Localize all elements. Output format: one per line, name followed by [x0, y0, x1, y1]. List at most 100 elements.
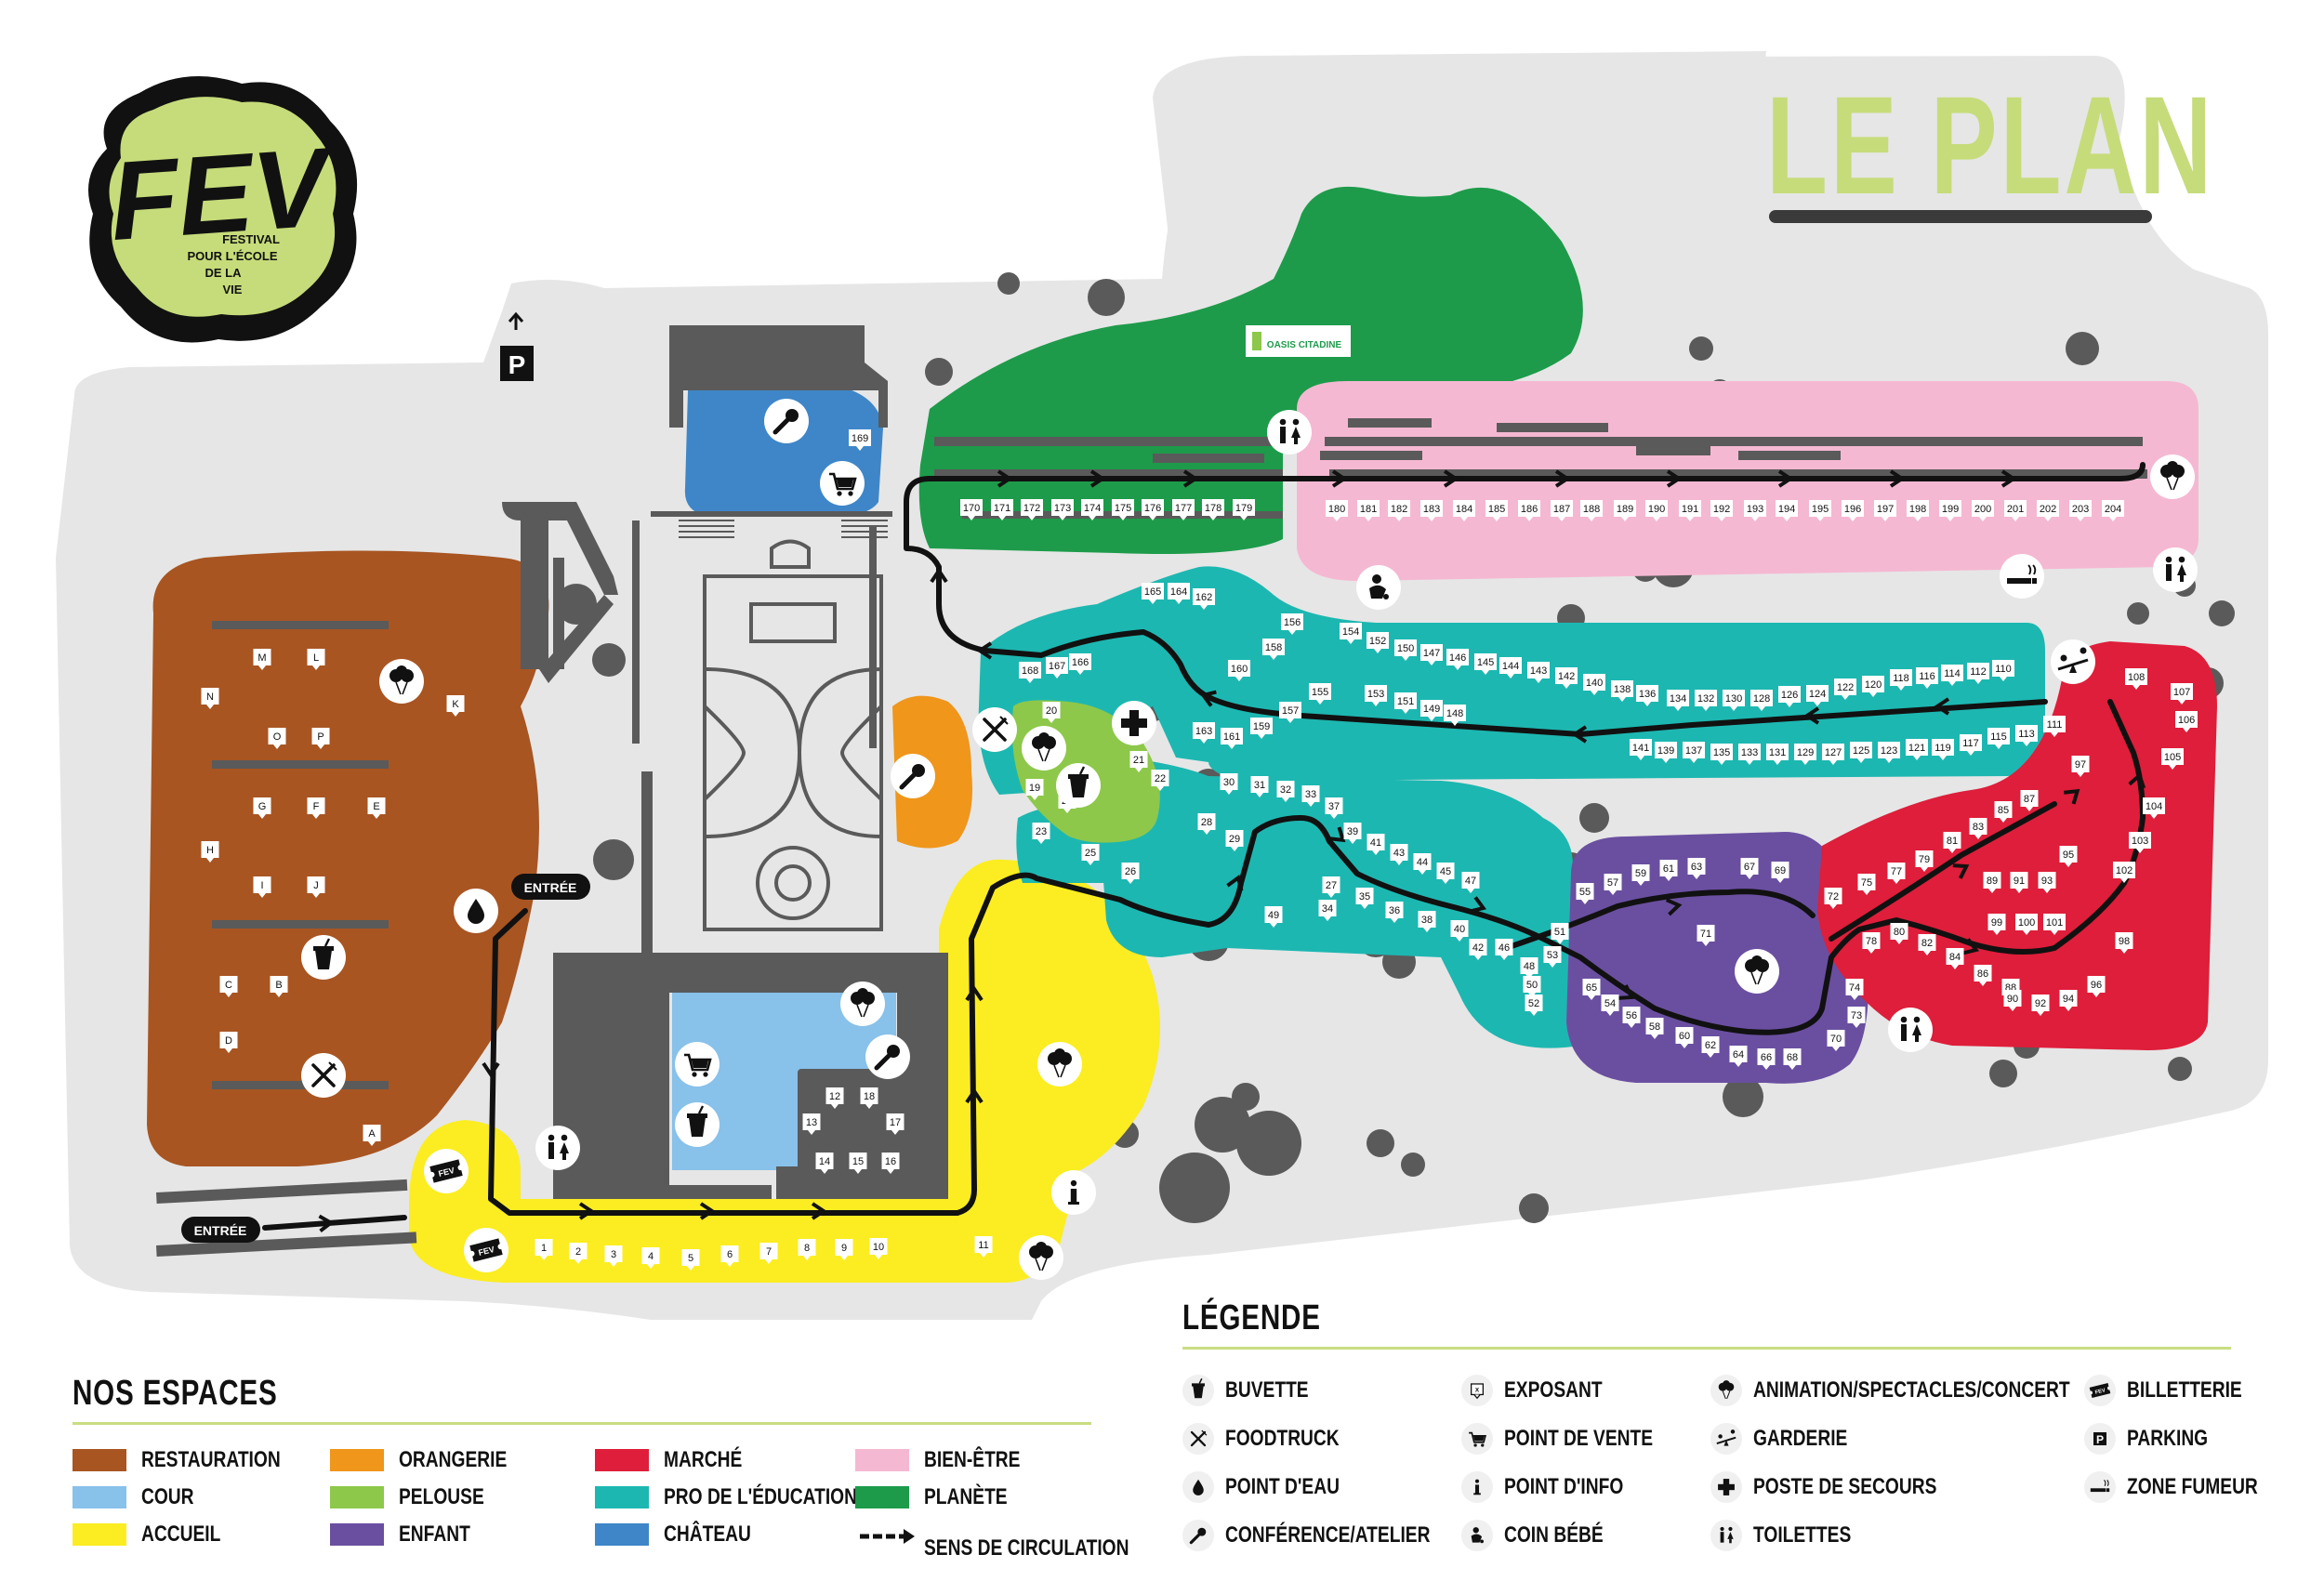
- cup-icon[interactable]: [301, 935, 346, 980]
- stall-162[interactable]: 162: [1193, 588, 1215, 610]
- stall-118[interactable]: 118: [1890, 669, 1912, 691]
- stall-132[interactable]: 132: [1695, 690, 1717, 711]
- stall-37[interactable]: 37: [1325, 797, 1343, 819]
- stall-116[interactable]: 116: [1916, 667, 1938, 689]
- stall-182[interactable]: 182: [1388, 500, 1410, 521]
- stall-65[interactable]: 65: [1582, 979, 1601, 1000]
- stall-68[interactable]: 68: [1783, 1048, 1802, 1070]
- stall-38[interactable]: 38: [1418, 911, 1436, 932]
- stall-4[interactable]: 4: [641, 1247, 660, 1269]
- stall-33[interactable]: 33: [1301, 785, 1320, 807]
- balloons-icon[interactable]: [379, 659, 424, 704]
- stall-B[interactable]: B: [270, 976, 288, 997]
- stall-46[interactable]: 46: [1495, 939, 1513, 960]
- balloons-icon[interactable]: [1019, 1235, 1063, 1280]
- stall-176[interactable]: 176: [1142, 499, 1164, 520]
- stall-67[interactable]: 67: [1740, 858, 1759, 879]
- stall-55[interactable]: 55: [1576, 883, 1594, 904]
- stall-103[interactable]: 103: [2129, 832, 2151, 853]
- stall-17[interactable]: 17: [886, 1113, 905, 1135]
- stall-184[interactable]: 184: [1453, 500, 1475, 521]
- stall-L[interactable]: L: [307, 649, 325, 670]
- stall-28[interactable]: 28: [1197, 813, 1216, 835]
- stall-77[interactable]: 77: [1887, 863, 1906, 884]
- stall-144[interactable]: 144: [1499, 657, 1522, 678]
- stall-69[interactable]: 69: [1771, 862, 1789, 883]
- stall-163[interactable]: 163: [1193, 722, 1215, 744]
- stall-52[interactable]: 52: [1525, 995, 1543, 1016]
- ticket-icon[interactable]: [424, 1149, 469, 1193]
- stall-72[interactable]: 72: [1824, 888, 1842, 909]
- stall-K[interactable]: K: [446, 695, 465, 717]
- stall-198[interactable]: 198: [1907, 500, 1929, 521]
- stall-75[interactable]: 75: [1857, 874, 1876, 895]
- balloons-icon[interactable]: [2150, 454, 2195, 499]
- entree-bottom[interactable]: ENTRÉE: [181, 1217, 260, 1243]
- stall-110[interactable]: 110: [1992, 660, 2014, 681]
- stall-199[interactable]: 199: [1939, 500, 1961, 521]
- stall-165[interactable]: 165: [1142, 583, 1164, 604]
- stall-I[interactable]: I: [253, 876, 271, 898]
- stall-189[interactable]: 189: [1614, 500, 1636, 521]
- stall-49[interactable]: 49: [1264, 906, 1283, 928]
- toilets-icon[interactable]: [1267, 410, 1312, 454]
- stall-194[interactable]: 194: [1776, 500, 1798, 521]
- parking-sign[interactable]: P: [500, 311, 534, 381]
- stall-47[interactable]: 47: [1461, 872, 1480, 893]
- stall-145[interactable]: 145: [1474, 653, 1497, 675]
- stall-86[interactable]: 86: [1974, 965, 1992, 986]
- stall-192[interactable]: 192: [1710, 500, 1733, 521]
- stall-12[interactable]: 12: [825, 1087, 844, 1109]
- stall-137[interactable]: 137: [1683, 742, 1705, 763]
- stall-203[interactable]: 203: [2069, 500, 2092, 521]
- stall-M[interactable]: M: [253, 649, 271, 670]
- stall-131[interactable]: 131: [1766, 744, 1789, 765]
- stall-160[interactable]: 160: [1228, 660, 1250, 681]
- cart-icon[interactable]: [675, 1042, 720, 1087]
- toilets-icon[interactable]: [535, 1126, 580, 1170]
- stall-27[interactable]: 27: [1322, 876, 1340, 898]
- stall-140[interactable]: 140: [1583, 674, 1605, 695]
- stall-169[interactable]: 169: [849, 429, 871, 451]
- stall-80[interactable]: 80: [1890, 923, 1908, 944]
- stall-45[interactable]: 45: [1436, 863, 1455, 884]
- balloons-icon[interactable]: [1735, 949, 1779, 994]
- stall-154[interactable]: 154: [1340, 623, 1362, 644]
- stall-170[interactable]: 170: [960, 499, 983, 520]
- water-drop-icon[interactable]: [454, 889, 498, 933]
- stall-180[interactable]: 180: [1326, 500, 1348, 521]
- fork-knife-icon[interactable]: [972, 707, 1017, 752]
- stall-31[interactable]: 31: [1250, 776, 1269, 797]
- microphone-icon[interactable]: [764, 399, 809, 443]
- stall-200[interactable]: 200: [1972, 500, 1994, 521]
- stall-51[interactable]: 51: [1551, 923, 1569, 944]
- stall-1[interactable]: 1: [535, 1239, 553, 1260]
- stall-146[interactable]: 146: [1446, 649, 1469, 670]
- stall-156[interactable]: 156: [1281, 613, 1303, 635]
- stall-150[interactable]: 150: [1394, 639, 1417, 661]
- stall-P[interactable]: P: [311, 728, 330, 749]
- stall-85[interactable]: 85: [1994, 801, 2013, 823]
- stall-61[interactable]: 61: [1659, 860, 1678, 881]
- stall-90[interactable]: 90: [2003, 990, 2022, 1011]
- stall-114[interactable]: 114: [1941, 665, 1963, 686]
- stall-D[interactable]: D: [219, 1032, 238, 1053]
- seesaw-icon[interactable]: [2051, 639, 2095, 684]
- stall-121[interactable]: 121: [1906, 739, 1928, 760]
- stall-201[interactable]: 201: [2004, 500, 2027, 521]
- stall-187[interactable]: 187: [1551, 500, 1573, 521]
- stall-191[interactable]: 191: [1679, 500, 1701, 521]
- stall-174[interactable]: 174: [1081, 499, 1103, 520]
- stall-10[interactable]: 10: [869, 1238, 888, 1259]
- stall-57[interactable]: 57: [1604, 874, 1622, 895]
- stall-35[interactable]: 35: [1355, 888, 1374, 909]
- baby-icon[interactable]: [1356, 565, 1401, 610]
- cart-icon[interactable]: [820, 461, 865, 506]
- stall-115[interactable]: 115: [1987, 728, 2010, 749]
- balloons-icon[interactable]: [1037, 1042, 1082, 1087]
- stall-83[interactable]: 83: [1969, 818, 1987, 839]
- stall-7[interactable]: 7: [759, 1243, 778, 1264]
- stall-78[interactable]: 78: [1862, 932, 1881, 954]
- stall-32[interactable]: 32: [1276, 781, 1295, 802]
- stall-166[interactable]: 166: [1069, 653, 1091, 675]
